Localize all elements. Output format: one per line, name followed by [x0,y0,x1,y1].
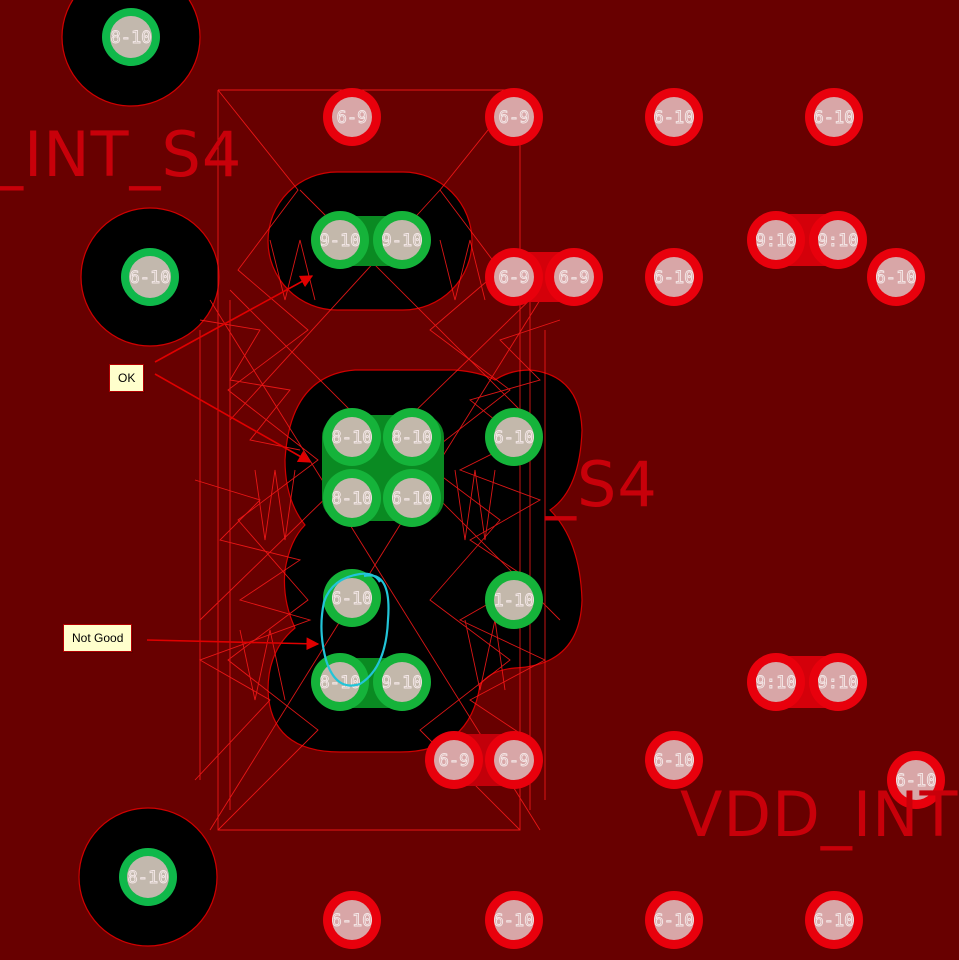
red-via-20[interactable]: 6-10 [805,891,863,949]
net-label-middle: _S4 [545,448,658,521]
via-label: 9:10 [756,673,797,693]
net-label-bottom-right: VDD_INT [680,778,959,851]
via-label: 6-9 [337,108,368,128]
large-via-1[interactable]: 8-10 [102,8,160,66]
red-via-7[interactable]: 6-10 [645,248,703,306]
annotation-arrows [146,275,320,651]
net-label-top-left: _INT_S4 [0,118,243,191]
via-label: 6-10 [130,268,171,288]
green-via-4[interactable]: 8-10 [323,408,381,466]
via-label: 1-10 [494,591,535,611]
red-via-5[interactable]: 6-9 [485,248,543,306]
via-label: 6-10 [654,108,695,128]
red-via-4[interactable]: 6-10 [805,88,863,146]
red-via-11[interactable]: 9:10 [747,653,805,711]
red-via-6[interactable]: 6-9 [545,248,603,306]
green-via-6[interactable]: 8-10 [323,469,381,527]
green-via-9[interactable]: 6-10 [323,569,381,627]
via-label: 6-9 [439,751,470,771]
via-label: 9:10 [818,673,859,693]
via-label: 9-10 [382,673,423,693]
via-label: 9:10 [756,231,797,251]
red-vias: 6-9 6-9 6-10 6-10 6-9 6-9 6-10 9:10 9:10 6-10 9:10… [323,88,945,949]
callout-not-good: Not Good [63,624,133,652]
via-label: 6-10 [876,268,917,288]
via-label: 9-10 [320,231,361,251]
green-via-7[interactable]: 6-10 [383,469,441,527]
red-via-2[interactable]: 6-9 [485,88,543,146]
red-via-10[interactable]: 6-10 [867,248,925,306]
via-label: 6-10 [332,911,373,931]
green-via-8[interactable]: 1-10 [485,571,543,629]
green-via-3[interactable]: 6-10 [485,408,543,466]
via-label: 6-10 [814,108,855,128]
via-label: 6-9 [499,108,530,128]
large-vias: 8-10 6-10 8-10 [102,8,179,906]
via-label: 8-10 [128,868,169,888]
via-label: 6-10 [392,489,433,509]
via-label: 6-10 [654,911,695,931]
routing-guides [194,89,561,831]
red-via-18[interactable]: 6-10 [485,891,543,949]
via-label: 9-10 [382,231,423,251]
via-label: 6-10 [494,911,535,931]
red-via-15[interactable]: 6-10 [645,731,703,789]
via-label: 8-10 [332,428,373,448]
green-via-2[interactable]: 9-10 [373,211,431,269]
via-label: 6-10 [654,268,695,288]
red-via-17[interactable]: 6-10 [323,891,381,949]
via-label: 6-9 [499,268,530,288]
red-via-16[interactable]: 6-10 [887,751,945,809]
callout-ok: OK [109,364,145,392]
via-label: 8-10 [332,489,373,509]
via-label: 6-9 [499,751,530,771]
highlight-circle [320,572,390,687]
via-label: 6-10 [654,751,695,771]
red-via-3[interactable]: 6-10 [645,88,703,146]
via-label: 6-10 [896,771,937,791]
green-via-1[interactable]: 9-10 [311,211,369,269]
red-via-12[interactable]: 9:10 [809,653,867,711]
red-via-8[interactable]: 9:10 [747,211,805,269]
red-via-14[interactable]: 6-9 [485,731,543,789]
via-label: 6-10 [814,911,855,931]
red-via-1[interactable]: 6-9 [323,88,381,146]
via-label: 8-10 [111,28,152,48]
arrow-not-good [146,637,320,651]
via-label: 9:10 [818,231,859,251]
red-via-9[interactable]: 9:10 [809,211,867,269]
green-via-5[interactable]: 8-10 [383,408,441,466]
red-via-13[interactable]: 6-9 [425,731,483,789]
via-label: 8-10 [392,428,433,448]
green-via-11[interactable]: 9-10 [373,653,431,711]
red-via-19[interactable]: 6-10 [645,891,703,949]
via-label: 6-9 [559,268,590,288]
large-via-2[interactable]: 6-10 [121,248,179,306]
via-label: 6-10 [332,589,373,609]
arrow-ok-to-top-pair [154,275,314,363]
via-label: 6-10 [494,428,535,448]
large-via-3[interactable]: 8-10 [119,848,177,906]
arrow-ok-to-cluster [154,373,312,463]
